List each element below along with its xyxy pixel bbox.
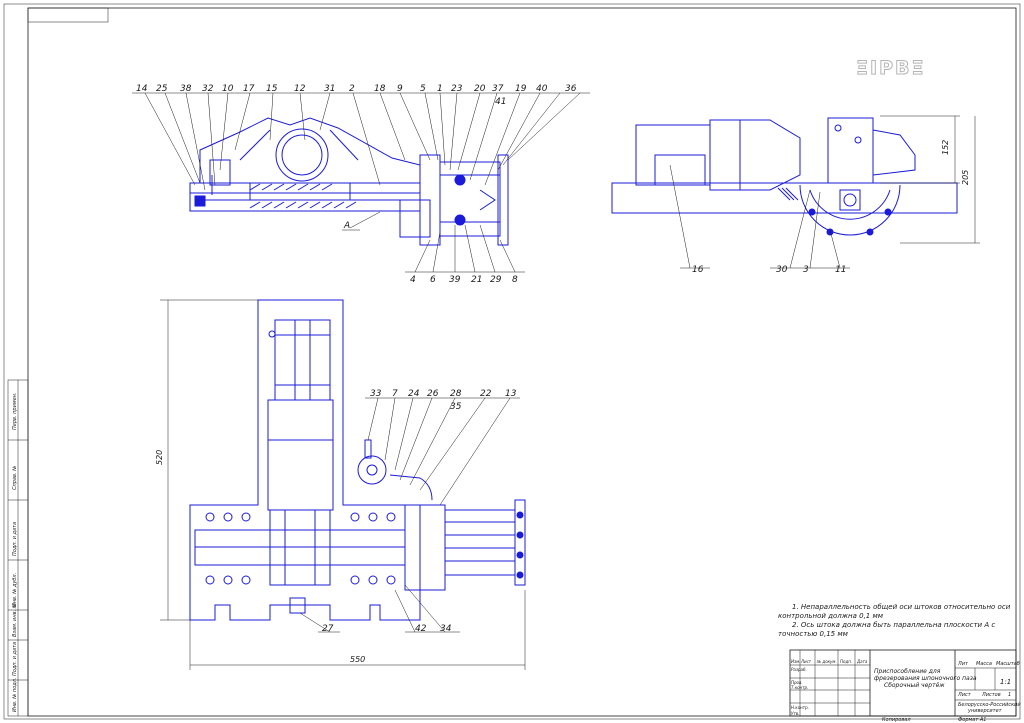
dim-520: 520 [155,450,164,465]
labels-bottom-left: 4 6 39 21 29 8 А [343,221,518,285]
svg-text:Взам. инв. №: Взам. инв. № [12,603,18,637]
title-line-2: фрезерования шпоночного паза [874,675,977,682]
label-5: 5 [420,84,426,94]
svg-text:Подп. и дата: Подп. и дата [12,642,18,676]
note-line-1: 1. Непараллельность общей оси штоков отн… [792,603,1011,611]
dimension-labels: 152 205 520 550 [155,140,970,664]
note-line-2: контрольной должна 0,1 мм [778,612,884,620]
label-41: 41 [495,97,506,107]
side-view-right [611,115,980,269]
label-4: 4 [410,275,416,285]
row-sign: Подп. [840,659,853,664]
label-34: 34 [440,624,452,634]
title-line-1: Приспособление для [874,668,941,675]
labels-right-view: 16 30 3 11 [692,265,846,275]
sheet-label: Лист [958,692,971,698]
note-line-3: 2. Ось штока должна быть параллельна пло… [792,621,996,629]
label-9: 9 [397,84,403,94]
label-39: 39 [449,275,461,285]
sheets-label: Листов [982,692,1001,698]
label-38: 38 [180,84,192,94]
row-doc: № докум. [817,659,837,664]
row-list: Лист [801,659,812,664]
org-line-2: университет [968,708,1002,714]
row-prov: Пров. [791,680,803,685]
label-16: 16 [692,265,704,275]
label-25: 25 [156,84,168,94]
label-18: 18 [374,84,386,94]
watermark-logo: ΞΙΡΒΞ [856,57,926,80]
dim-152: 152 [941,140,950,155]
label-17: 17 [243,84,255,94]
label-19: 19 [515,84,527,94]
label-26: 26 [427,389,439,399]
label-15: 15 [266,84,278,94]
row-tkontr: Т.контр. [791,685,809,690]
col-lit: Лит [958,661,968,667]
label-31: 31 [324,84,335,94]
col-scale: Масштаб [996,661,1020,667]
row-date: Дата [857,659,868,664]
format-label: Формат А1 [958,717,987,723]
label-11: 11 [835,265,846,275]
row-nkontr: Н.контр. [791,705,809,710]
label-33: 33 [370,389,382,399]
labels-top: 14 25 38 32 10 17 15 12 31 2 18 9 5 1 23… [136,84,577,107]
svg-text:Инв. № дубл.: Инв. № дубл. [12,573,18,607]
title-line-3: Сборочный чертёж [884,682,945,689]
label-27: 27 [322,624,334,634]
svg-text:Инв. № подл.: Инв. № подл. [12,678,18,713]
label-10: 10 [222,84,234,94]
svg-text:Перв. примен.: Перв. примен. [12,392,18,430]
title-block-frame [789,649,1017,717]
label-7: 7 [392,389,398,399]
labels-plan-view: 33 7 24 26 28 35 22 13 27 42 34 [322,389,517,634]
label-23: 23 [451,84,463,94]
sheets-value: 1 [1008,692,1012,698]
label-29: 29 [490,275,502,285]
label-12: 12 [294,84,306,94]
label-section-A: А [343,221,350,231]
label-22: 22 [480,389,492,399]
svg-text:Подп. и дата: Подп. и дата [12,522,18,556]
leader-lines-top [132,92,590,273]
label-1: 1 [437,84,443,94]
label-42: 42 [415,624,427,634]
label-36: 36 [565,84,577,94]
label-3: 3 [803,265,809,275]
label-24: 24 [408,389,420,399]
label-28: 28 [450,389,462,399]
col-mass: Масса [976,661,992,667]
label-8: 8 [512,275,518,285]
label-20: 20 [474,84,486,94]
label-13: 13 [505,389,517,399]
label-40: 40 [536,84,548,94]
copied-label: Копировал [882,717,911,723]
label-6: 6 [430,275,436,285]
label-21: 21 [471,275,482,285]
plan-view-bottom [160,299,526,670]
label-37: 37 [492,84,504,94]
label-14: 14 [136,84,148,94]
label-32: 32 [202,84,214,94]
org-line-1: Белорусско-Российский [958,702,1021,708]
outer-frame [3,3,1021,720]
scale-value: 1:1 [1000,678,1012,686]
row-razrab: Разраб. [791,667,807,672]
note-line-4: точностью 0,15 мм [778,630,848,638]
label-2: 2 [349,84,355,94]
row-utv: Утв. [791,711,800,716]
section-view-top [189,117,509,246]
svg-text:Справ. №: Справ. № [12,466,18,490]
side-stamp-labels: Инв. № подл. Подп. и дата Взам. инв. № И… [12,392,18,712]
bolt-circles [205,330,524,585]
dim-205: 205 [961,170,970,185]
inner-frame [27,7,1017,717]
dim-550: 550 [350,655,365,664]
label-30: 30 [776,265,788,275]
label-35: 35 [450,402,462,412]
row-izm: Изм. [791,659,801,664]
